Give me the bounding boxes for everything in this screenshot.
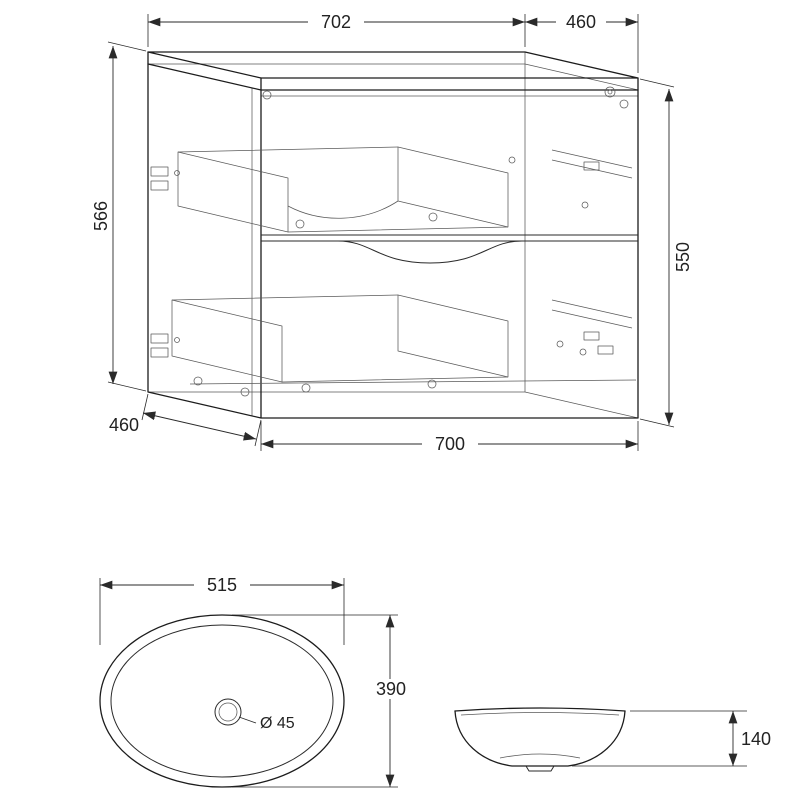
dim-label-basin-width: 515 xyxy=(207,575,237,595)
basin-bottom-detail xyxy=(499,753,581,759)
drawer-handle-scoop xyxy=(337,240,523,264)
dim-bottom-depth: 460 xyxy=(109,393,262,447)
cabinet-drawing: 702 460 566 550 4 xyxy=(91,12,693,454)
cabinet-body-outline xyxy=(147,63,639,419)
lower-drawer-wireframe xyxy=(171,294,637,397)
basin-side-view: 140 xyxy=(454,707,771,772)
basin-outer-rim xyxy=(99,614,345,788)
drain-hole-outer xyxy=(214,698,242,726)
dim-basin-depth: 390 xyxy=(232,614,418,788)
drawer-divider xyxy=(261,234,638,264)
dim-label-top-width: 702 xyxy=(321,12,351,32)
dim-bottom-width: 700 xyxy=(260,421,639,454)
dim-label-bottom-depth: 460 xyxy=(109,415,139,435)
dim-right-height: 550 xyxy=(639,78,693,428)
dim-label-basin-height: 140 xyxy=(741,729,771,749)
dim-left-height: 566 xyxy=(91,41,147,392)
basin-rim-top xyxy=(454,707,626,712)
cabinet-back-wireframe xyxy=(148,52,639,419)
upper-drawer-wireframe xyxy=(177,86,633,233)
side-panel-hardware xyxy=(150,166,180,358)
basin-inner-rim xyxy=(110,624,334,778)
basin-profile xyxy=(454,710,626,767)
dim-basin-height: 140 xyxy=(572,710,771,767)
dim-top-depth: 460 xyxy=(525,12,639,73)
dim-label-left-height: 566 xyxy=(91,201,111,231)
basin-foot xyxy=(525,765,555,772)
dim-basin-width: 515 xyxy=(99,575,345,645)
basin-rim-inner xyxy=(460,712,620,716)
dim-drain-diameter: Ø 45 xyxy=(238,715,295,732)
dim-top-width: 702 xyxy=(147,12,526,47)
dim-label-drain-diameter: Ø 45 xyxy=(260,715,295,732)
dim-label-top-depth: 460 xyxy=(566,12,596,32)
drain-hole-inner xyxy=(218,702,238,722)
dim-label-right-height: 550 xyxy=(673,242,693,272)
dim-label-bottom-width: 700 xyxy=(435,434,465,454)
basin-top-view: Ø 45 515 390 xyxy=(99,575,418,788)
dim-label-basin-depth: 390 xyxy=(376,679,406,699)
countertop xyxy=(147,51,639,91)
